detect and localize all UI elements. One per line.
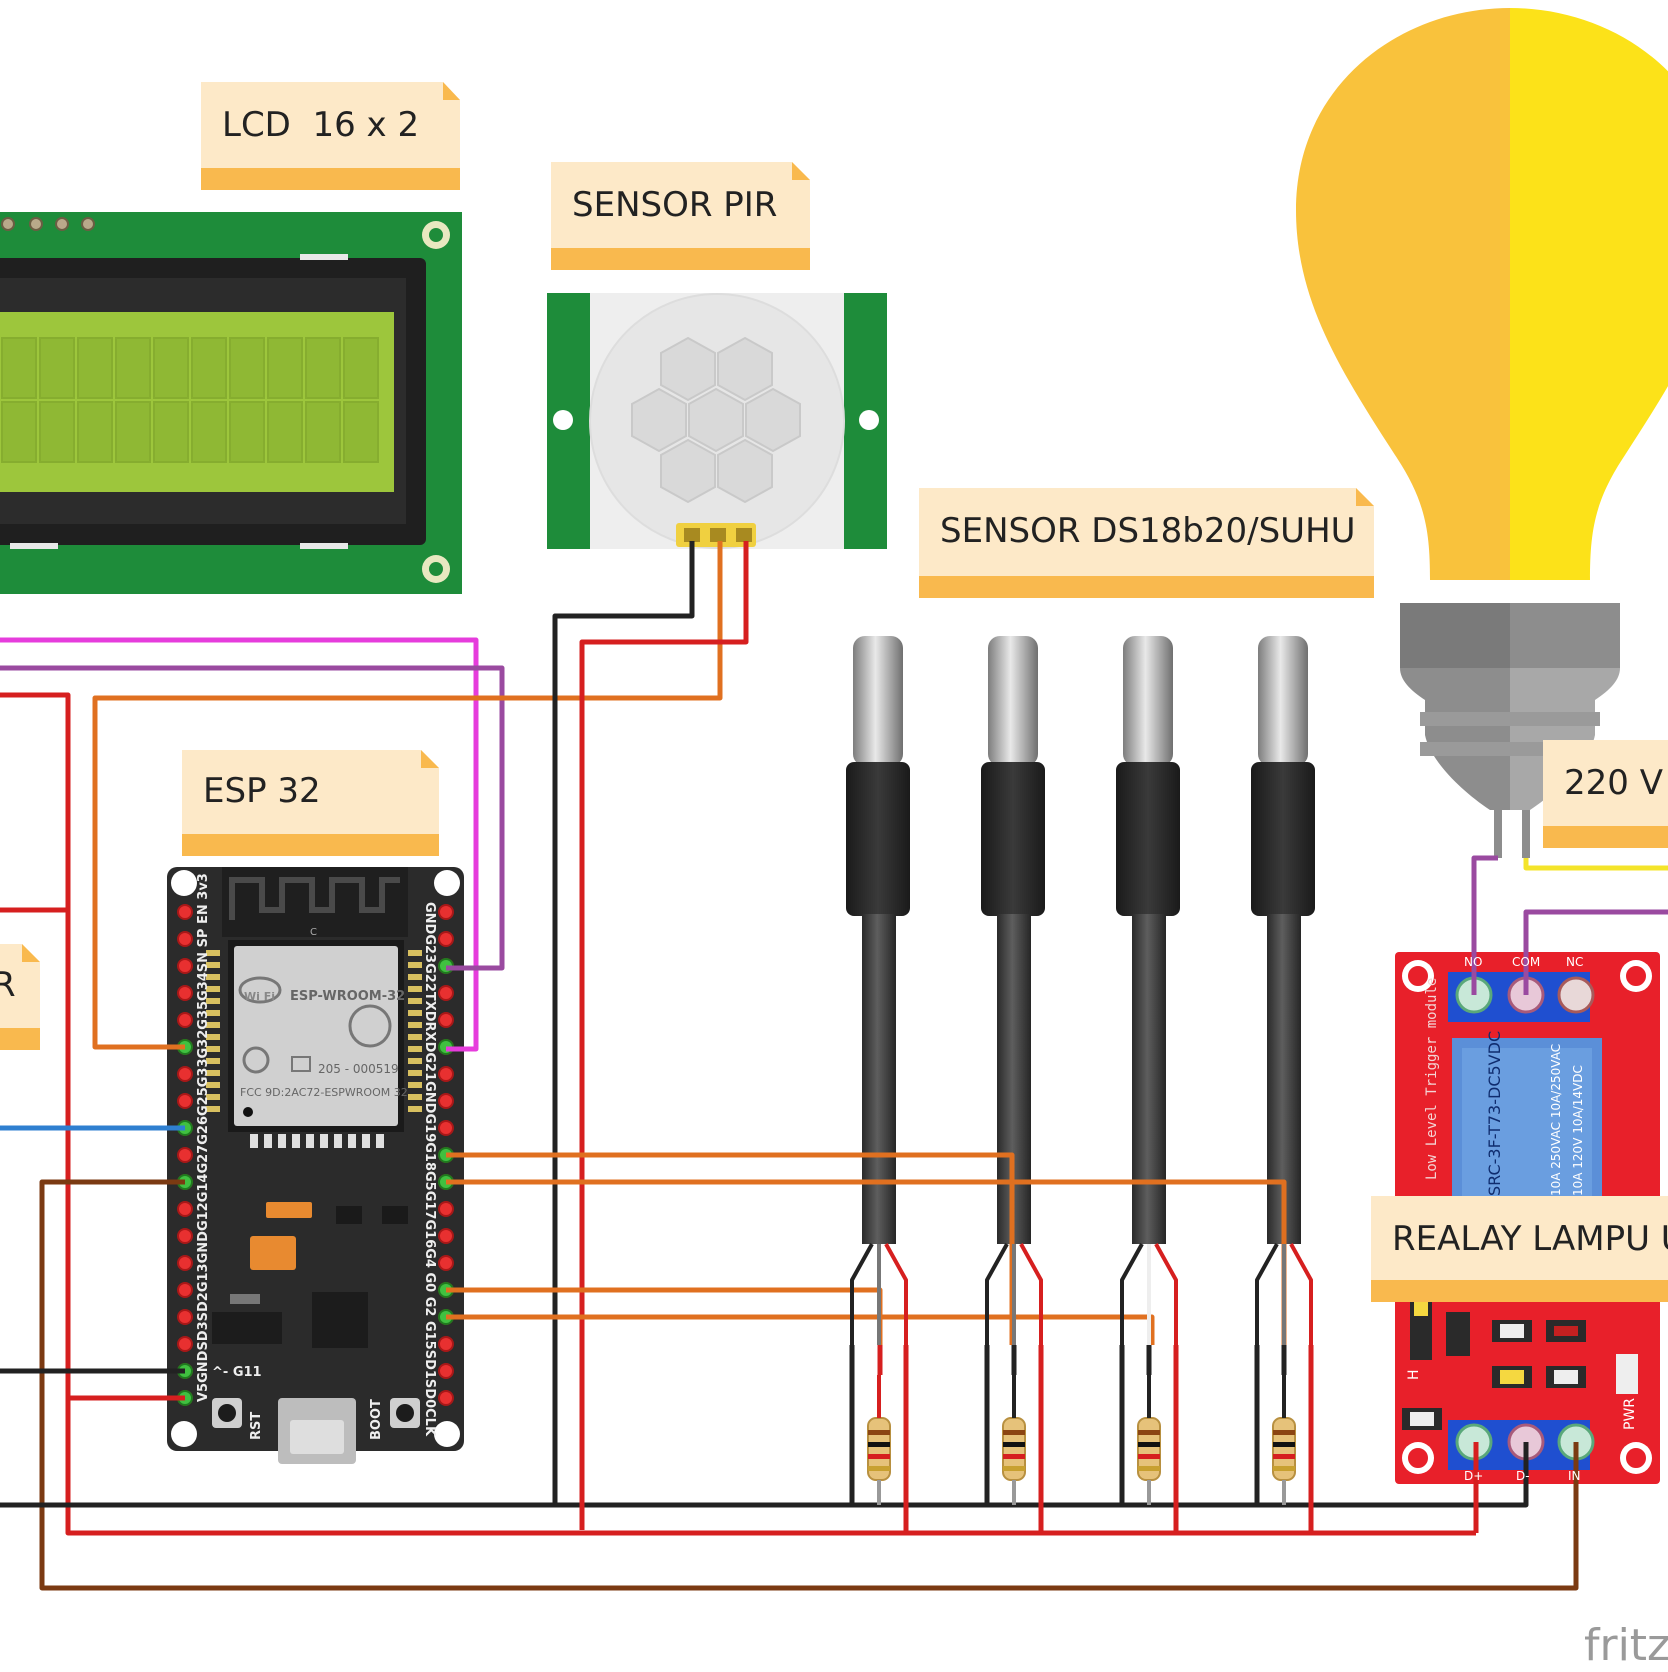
relay-board-text: Low Level Trigger module SRC-3F-T73-DC5V… bbox=[1406, 955, 1638, 1483]
relay-pin-dminus: D- bbox=[1516, 1469, 1530, 1483]
note-left-partial-text: R bbox=[0, 965, 16, 1005]
probe-leads bbox=[850, 1243, 1313, 1345]
wire-orange-ds4 bbox=[446, 1314, 1155, 1345]
wire-black-pir bbox=[552, 541, 1529, 1508]
relay-rating-2: 10A 120V 10A/14VDC bbox=[1571, 1065, 1585, 1196]
note-voltage: 220 V bbox=[1543, 740, 1668, 848]
note-voltage-text: 220 V bbox=[1564, 763, 1663, 803]
wire-purple-com bbox=[1523, 909, 1668, 995]
relay-h-label: H bbox=[1406, 1369, 1422, 1380]
note-ds18b20: SENSOR DS18b20/SUHU bbox=[919, 488, 1374, 598]
note-lcd-text: LCD 16 x 2 bbox=[222, 105, 419, 145]
wire-red-left bbox=[0, 692, 1476, 1536]
note-esp32-text: ESP 32 bbox=[203, 771, 321, 811]
lcd-module bbox=[0, 212, 462, 594]
relay-pin-no: NO bbox=[1464, 955, 1482, 969]
pir-sensor bbox=[547, 293, 887, 549]
relay-model: SRC-3F-T73-DC5VDC bbox=[1485, 1031, 1504, 1196]
wire-red-pir bbox=[579, 541, 749, 1530]
esp32-g11-label: ^- G11 bbox=[212, 1365, 262, 1380]
wire-yellow-lamp bbox=[1523, 858, 1668, 871]
esp32-left-pins: V5GNDSD3SD2G13GNDG12G14G27G26G25G33G32G3… bbox=[196, 873, 211, 1402]
relay-pin-nc: NC bbox=[1566, 955, 1583, 969]
note-pir-text: SENSOR PIR bbox=[572, 185, 777, 225]
relay-pin-in: IN bbox=[1568, 1469, 1581, 1483]
note-pir: SENSOR PIR bbox=[551, 162, 810, 270]
note-lcd: LCD 16 x 2 bbox=[201, 82, 460, 190]
relay-pin-com: COM bbox=[1512, 955, 1540, 969]
ds18b20-probes bbox=[846, 636, 1315, 1244]
esp32-boot-label: BOOT bbox=[369, 1399, 384, 1440]
esp32-right-pins: GNDG23G22TXDRXDG21GNDG19G18G5G17G16G4 G0… bbox=[422, 902, 437, 1437]
relay-rating-1: 10A 250VAC 10A/250VAC bbox=[1549, 1044, 1563, 1196]
resistor-2 bbox=[1002, 1417, 1026, 1481]
esp32-rst-label: RST bbox=[249, 1412, 264, 1440]
wire-pink bbox=[0, 637, 479, 1052]
note-left-partial: R bbox=[0, 944, 40, 1050]
note-relay-text: REALAY LAMPU UT bbox=[1392, 1219, 1668, 1259]
note-ds18b20-text: SENSOR DS18b20/SUHU bbox=[940, 511, 1356, 551]
esp32-module-text: ESP-WROOM-32 Wi Fi 205 - 000519 FCC 9D:2… bbox=[196, 873, 437, 1440]
wires bbox=[0, 541, 1668, 1591]
relay-pwr-label: PWR bbox=[1622, 1398, 1638, 1430]
resistors bbox=[867, 1375, 1296, 1505]
note-relay: REALAY LAMPU UT bbox=[1371, 1196, 1668, 1302]
resistor-3 bbox=[1137, 1417, 1161, 1481]
esp32-cert: 205 - 000519 bbox=[318, 1062, 399, 1076]
ds18b20-probe-1 bbox=[846, 636, 910, 1244]
wire-purple bbox=[0, 665, 505, 971]
fritzing-watermark: fritz bbox=[1584, 1620, 1668, 1668]
relay-pin-dplus: D+ bbox=[1464, 1469, 1483, 1483]
light-bulb bbox=[1296, 8, 1668, 858]
wire-orange-pir bbox=[92, 541, 723, 1050]
wire-brown bbox=[39, 1179, 1579, 1591]
esp32-c-mark: C bbox=[310, 927, 317, 938]
esp32-fcc: FCC 9D:2AC72-ESPWROOM 32 bbox=[240, 1086, 408, 1099]
ds18b20-probe-3 bbox=[1116, 636, 1180, 1244]
esp32-board bbox=[167, 867, 464, 1464]
resistor-1 bbox=[867, 1417, 891, 1481]
esp32-module-name: ESP-WROOM-32 bbox=[290, 989, 405, 1004]
wifi-logo-text: Wi Fi bbox=[244, 990, 275, 1003]
relay-side-text: Low Level Trigger module bbox=[1424, 978, 1440, 1180]
wire-purple-lamp bbox=[1471, 855, 1498, 995]
resistor-4 bbox=[1272, 1417, 1296, 1481]
note-esp32: ESP 32 bbox=[182, 750, 439, 856]
ds18b20-probe-4 bbox=[1251, 636, 1315, 1244]
